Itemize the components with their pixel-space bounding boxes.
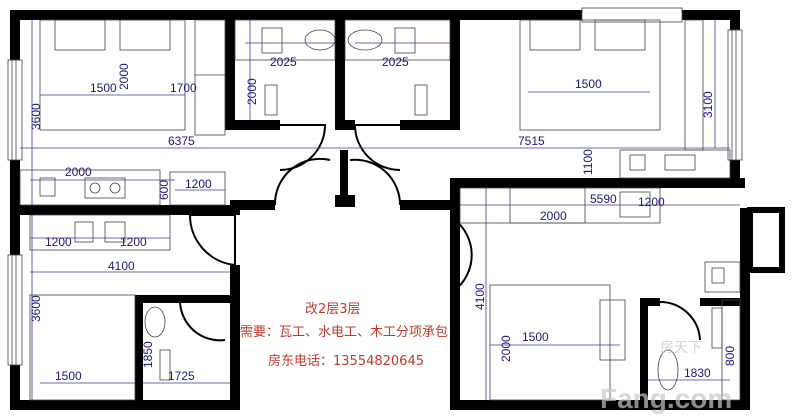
watermark-cn: 房天下 (660, 340, 702, 356)
dim-label: 800 (723, 346, 737, 366)
dim-label: 1850 (141, 341, 155, 368)
dim-label: 1500 (522, 330, 549, 344)
dim-label: 2025 (270, 55, 297, 69)
landlord-phone: 房东电话：13554820645 (268, 354, 424, 369)
dim-label: 1500 (55, 369, 82, 383)
furniture (19, 19, 741, 401)
dim-label: 3600 (29, 103, 43, 130)
dim-label: 1200 (185, 177, 212, 191)
dim-label: 3600 (29, 295, 43, 322)
dim-label: 1700 (170, 81, 197, 95)
dim-label: 4100 (108, 259, 135, 273)
dim-label: 1500 (90, 81, 117, 95)
dim-label: 2000 (117, 63, 131, 90)
dim-label: 2000 (65, 165, 92, 179)
watermark-logo: Fang.com (600, 383, 733, 414)
dimension-labels: 1500 2000 1700 3600 2000 2025 2025 1500 … (29, 55, 737, 383)
contractor-note: 需要：瓦工、水电工、木工分项承包 (240, 325, 449, 340)
dim-label: 5590 (590, 192, 617, 206)
doors (178, 124, 701, 342)
dim-label: 4100 (473, 283, 487, 310)
dim-label: 2000 (245, 78, 259, 105)
dimension-lines (20, 20, 740, 400)
windows (7, 7, 785, 366)
dim-label: 1830 (684, 366, 711, 380)
dim-label: 7515 (518, 134, 545, 148)
dim-label: 1200 (45, 235, 72, 249)
dim-label: 600 (157, 180, 171, 200)
dim-label: 2025 (382, 55, 409, 69)
dim-label: 2000 (540, 209, 567, 223)
dim-label: 3100 (701, 91, 715, 118)
renovation-note: 改2层3层 (305, 302, 361, 317)
dim-label: 6375 (168, 134, 195, 148)
dim-label: 1100 (581, 149, 595, 175)
dim-label: 1200 (638, 195, 665, 209)
dim-label: 1725 (168, 369, 195, 383)
dim-label: 1500 (575, 77, 602, 91)
dim-label: 1200 (120, 235, 147, 249)
dim-label: 2000 (499, 335, 513, 362)
